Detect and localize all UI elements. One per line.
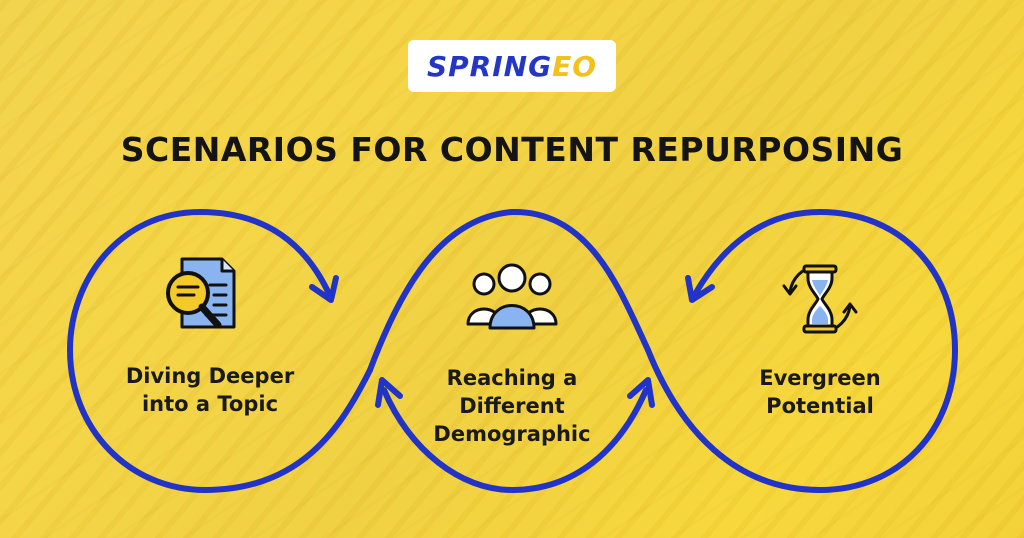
arrowhead-right — [685, 275, 715, 303]
scenario-label-2: Reaching a Different Demographic — [433, 366, 591, 446]
scenario-label-1: Diving Deeper into a Topic — [125, 364, 295, 416]
wave-path — [66, 208, 959, 494]
brand-logo: SPRINGEO — [408, 40, 616, 92]
scenario-label-3: Evergreen Potential — [759, 366, 881, 418]
logo-text: SPRINGEO — [426, 49, 598, 83]
people-group-icon — [466, 263, 558, 330]
arrowhead-left — [309, 275, 339, 303]
page-title: SCENARIOS FOR CONTENT REPURPOSING — [120, 130, 904, 169]
hourglass-cycle-icon — [782, 264, 858, 334]
arrowhead-mid-left — [375, 377, 403, 408]
arrowhead-mid-right — [627, 377, 655, 408]
document-magnifier-icon — [166, 257, 236, 329]
